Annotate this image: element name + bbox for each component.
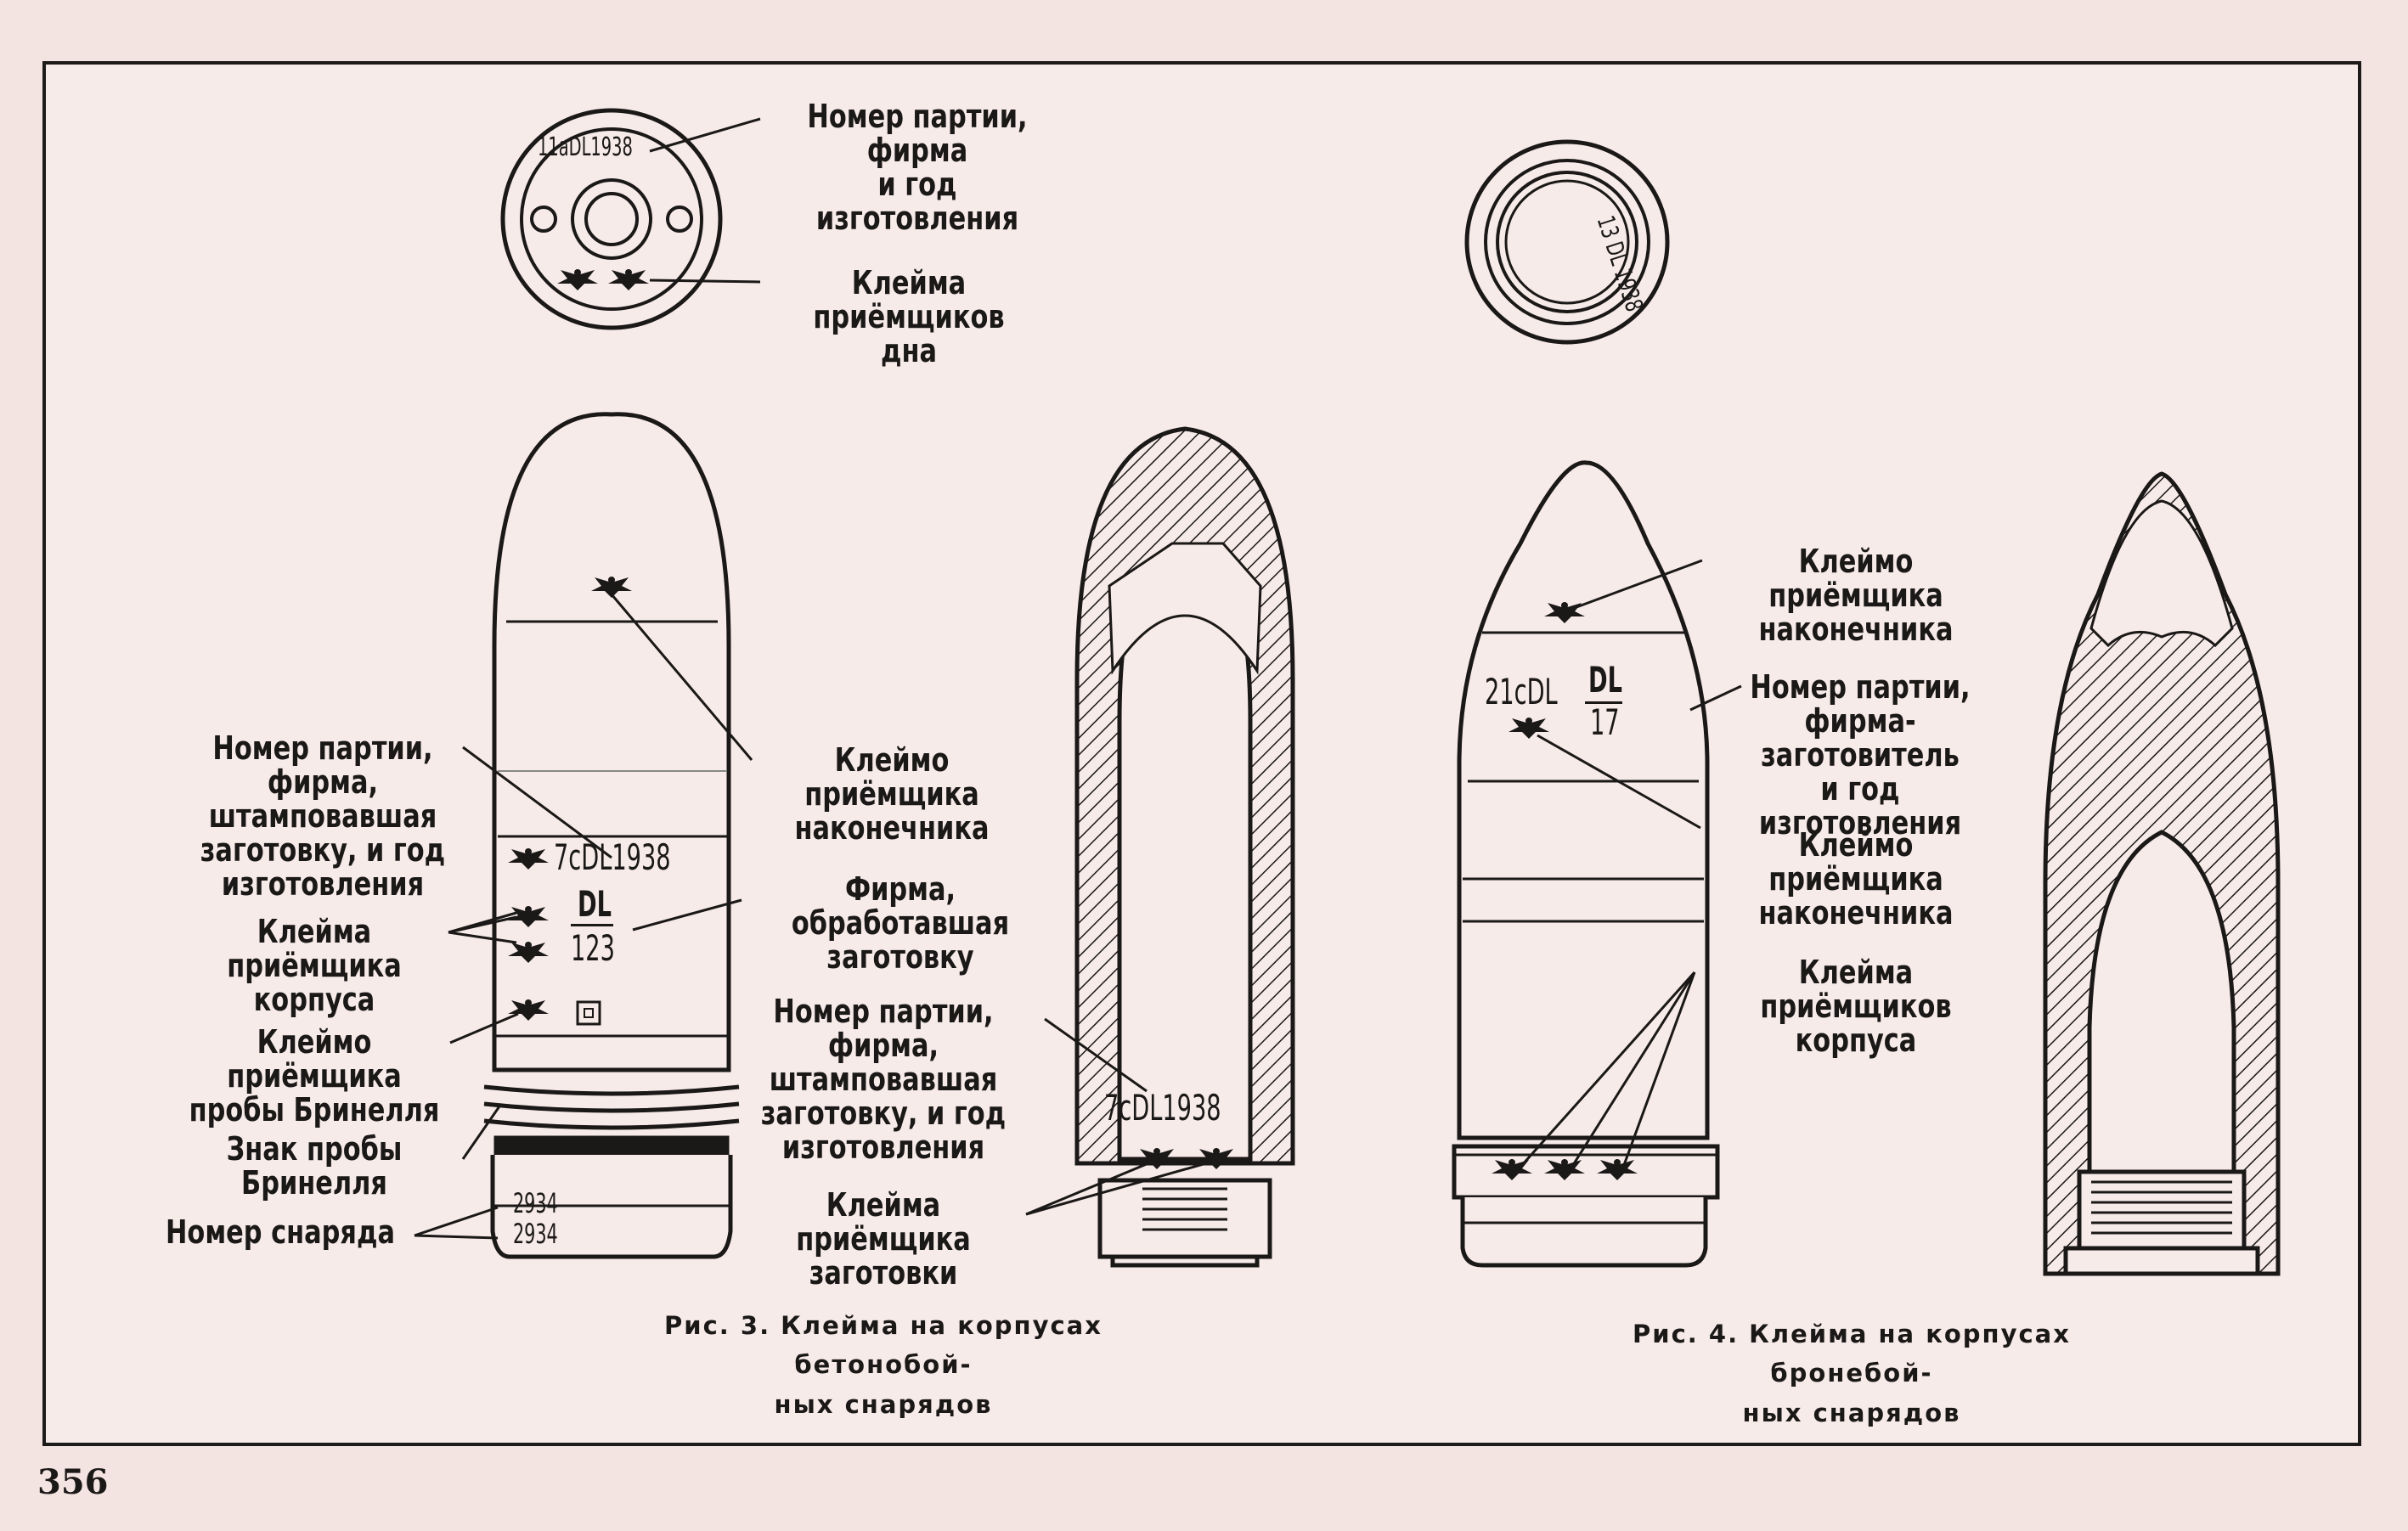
fig4-number-marking: 17 xyxy=(1590,701,1620,743)
page-number: 356 xyxy=(37,1462,109,1502)
fig4-tip-stamp-label: Клеймо приёмщика наконечника xyxy=(1758,543,1954,648)
fig4-section-view xyxy=(2043,471,2281,1276)
fig3-base-stamps-label: Клейма приёмщиков дна xyxy=(813,264,1005,369)
fig4-body-stamps-label: Клейма приёмщиков корпуса xyxy=(1760,954,1952,1059)
fig3-exterior-leaders xyxy=(414,594,753,1240)
fig3-caption: Рис. 3. Клейма на корпусах бетонобой- ны… xyxy=(664,1311,1102,1419)
fig3-base-leaders xyxy=(649,117,761,284)
fig3-section-marking: 7cDL1938 xyxy=(1104,1087,1221,1129)
fig3-base-marking: 11aDL1938 xyxy=(538,132,633,162)
fig4-base-view xyxy=(1464,139,1670,345)
fig3-exterior-shell xyxy=(483,412,740,1259)
fig3-blank-label: Номер партии, фирма, штамповавшая загото… xyxy=(200,729,446,903)
fig3-tip-stamp-label: Клеймо приёмщика наконечника xyxy=(794,741,990,847)
fig3-processing-firm-label: Фирма, обработавшая заготовку xyxy=(791,870,1010,976)
fig3-section-leaders xyxy=(1025,1017,1207,1216)
fig4-exterior-shell xyxy=(1452,460,1720,1268)
fig3-batch-marking: 7cDL1938 xyxy=(554,836,671,878)
fig3-shell-number-label: Номер снаряда xyxy=(165,1213,396,1251)
fig3-shell-number-1: 2934 xyxy=(513,1187,558,1219)
fig3-fraction-line xyxy=(571,924,613,926)
fig3-body-stamps-label: Клейма приёмщика корпуса xyxy=(227,913,402,1018)
fig3-base-view xyxy=(500,108,723,330)
fig4-exterior-leaders xyxy=(1520,559,1742,1166)
fig4-firm-marking: DL xyxy=(1588,659,1622,701)
fig3-blank-stamps-label: Клейма приёмщика заготовки xyxy=(796,1186,971,1292)
fig3-firm-marking: DL xyxy=(578,883,612,925)
fig3-brinell-mark-label: Знак пробы Бринелля xyxy=(226,1130,403,1202)
fig4-batch-marking: 21cDL xyxy=(1485,671,1558,712)
fig4-batch-label: Номер партии, фирма-заготовитель и год и… xyxy=(1750,668,1971,841)
fig4-fraction-line xyxy=(1585,701,1622,704)
fig4-tip-stamp-label-2: Клеймо приёмщика наконечника xyxy=(1758,826,1954,932)
fig3-section-view xyxy=(1074,426,1295,1268)
fig3-base-stamp-icon xyxy=(608,269,649,290)
fig3-base-stamp-icon xyxy=(557,269,598,290)
fig4-caption: Рис. 4. Клейма на корпусах бронебой- ных… xyxy=(1633,1320,2071,1427)
fig3-section-batch-label: Номер партии, фирма, штамповавшая загото… xyxy=(760,993,1007,1166)
fig3-base-batch-label: Номер партии, фирма и год изготовления xyxy=(807,98,1028,237)
fig3-shell-number-2: 2934 xyxy=(513,1218,558,1250)
fig3-number-marking: 123 xyxy=(571,927,615,969)
fig3-brinell-stamp-label: Клеймо приёмщика пробы Бринелля xyxy=(189,1023,440,1129)
